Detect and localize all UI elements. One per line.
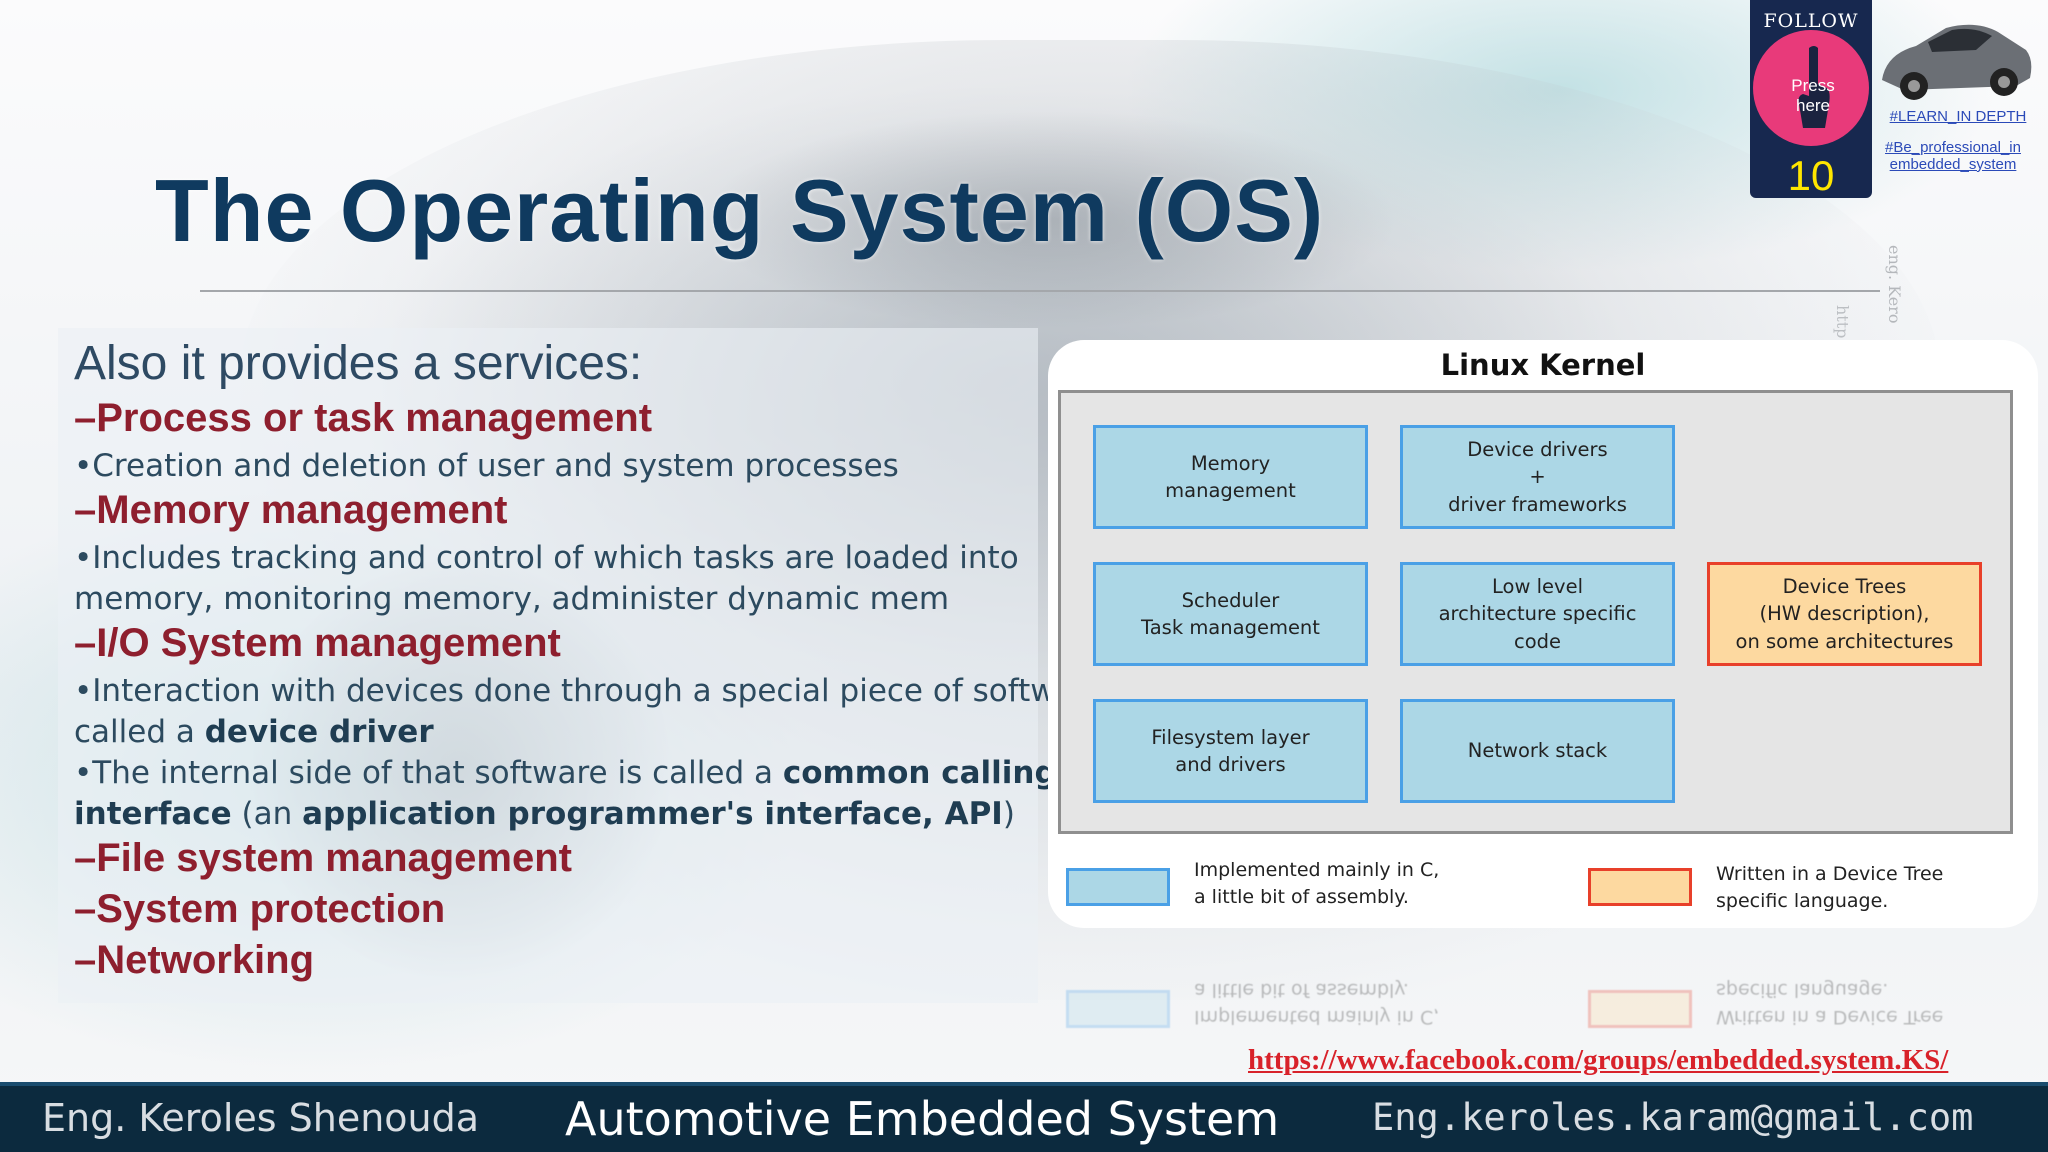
legend-swatch-blue — [1066, 868, 1170, 906]
linux-kernel-diagram: Linux Kernel Memory management Device dr… — [1048, 340, 2038, 928]
pointing-hand-icon — [1798, 46, 1830, 128]
reflection-swatch-orange — [1588, 990, 1692, 1028]
box-filesystem: Filesystem layer and drivers — [1093, 699, 1368, 803]
bullet-process: •Creation and deletion of user and syste… — [74, 448, 899, 484]
bullet-io-line2: called a device driver — [74, 714, 434, 750]
follow-count: 10 — [1787, 152, 1835, 199]
kernel-frame: Memory management Device drivers + drive… — [1058, 390, 2013, 834]
heading-memory-management: –Memory management — [74, 488, 508, 532]
reflection-swatch-blue — [1066, 990, 1170, 1028]
follow-us-button[interactable]: FOLLOW US Press here 10 — [1750, 0, 1872, 199]
io-text: called a — [74, 714, 205, 750]
io-text: (an — [231, 796, 303, 832]
bullet-io-line4: interface (an application programmer's i… — [74, 796, 1015, 832]
box-memory-management: Memory management — [1093, 425, 1368, 529]
diagram-title: Linux Kernel — [1440, 348, 1646, 382]
bullet-memory-line1: •Includes tracking and control of which … — [74, 540, 1019, 576]
heading-process-management: –Process or task management — [74, 396, 653, 440]
services-intro: Also it provides a services: — [74, 337, 643, 390]
reflection-text-orange: Written in a Device Tree specific langua… — [1716, 979, 1944, 1028]
heading-system-protection: –System protection — [74, 887, 446, 931]
io-text: ) — [1002, 796, 1015, 832]
footer-author: Eng. Keroles Shenouda — [42, 1096, 480, 1140]
slide-title: The Operating System (OS) — [155, 161, 1325, 260]
tag-learn-in-depth[interactable]: #LEARN_IN DEPTH — [1889, 108, 2027, 125]
legend-text-blue: Implemented mainly in C, a little bit of… — [1194, 859, 1440, 908]
vertical-watermark-url: http — [1833, 305, 1852, 339]
io-bold-common-calling: common calling — [782, 755, 1057, 791]
io-text: •The internal side of that software is c… — [74, 755, 783, 791]
heading-networking: –Networking — [74, 938, 315, 982]
legend-text-orange: Written in a Device Tree specific langua… — [1716, 863, 1944, 912]
press-here-button[interactable]: Press here — [1753, 30, 1869, 146]
tag-be-professional[interactable]: #Be_professional_in embedded_system — [1885, 139, 2021, 173]
heading-file-system: –File system management — [74, 836, 572, 880]
car-window — [700, 110, 1400, 330]
facebook-group-link[interactable]: https://www.facebook.com/groups/embedded… — [1248, 1044, 1949, 1076]
bullet-io-line1: •Interaction with devices done through a… — [74, 673, 1106, 709]
box-network-stack: Network stack — [1400, 699, 1675, 803]
box-device-trees: Device Trees (HW description), on some a… — [1707, 562, 1982, 666]
io-bold-interface: interface — [74, 796, 232, 832]
footer-email: Eng.keroles.karam@gmail.com — [1372, 1096, 1974, 1139]
box-low-level-arch: Low level architecture specific code — [1400, 562, 1675, 666]
reflection-text-blue: Implemented mainly in C, a little bit of… — [1194, 979, 1440, 1028]
diagram-reflection: Implemented mainly in C, a little bit of… — [1048, 930, 2038, 1030]
io-bold-device-driver: device driver — [204, 714, 434, 750]
io-bold-api: application programmer's interface, API — [302, 796, 1003, 832]
box-device-drivers: Device drivers + driver frameworks — [1400, 425, 1675, 529]
title-divider — [200, 290, 1880, 292]
bullet-memory-line2: memory, monitoring memory, administer dy… — [74, 581, 950, 617]
press-here-label: Press here — [1791, 76, 1835, 116]
heading-io-management: –I/O System management — [74, 621, 561, 665]
services-panel: Also it provides a services: –Process or… — [58, 328, 1106, 1003]
car-thumbnail-icon — [1882, 24, 2032, 100]
vertical-watermark: eng. Kero — [1885, 245, 1904, 324]
footer-course-title: Automotive Embedded System — [565, 1092, 1280, 1146]
footer-bar: Eng. Keroles Shenouda Automotive Embedde… — [0, 1082, 2048, 1152]
legend-swatch-orange — [1588, 868, 1692, 906]
box-scheduler: Scheduler Task management — [1093, 562, 1368, 666]
bullet-io-line3: •The internal side of that software is c… — [74, 755, 1057, 791]
